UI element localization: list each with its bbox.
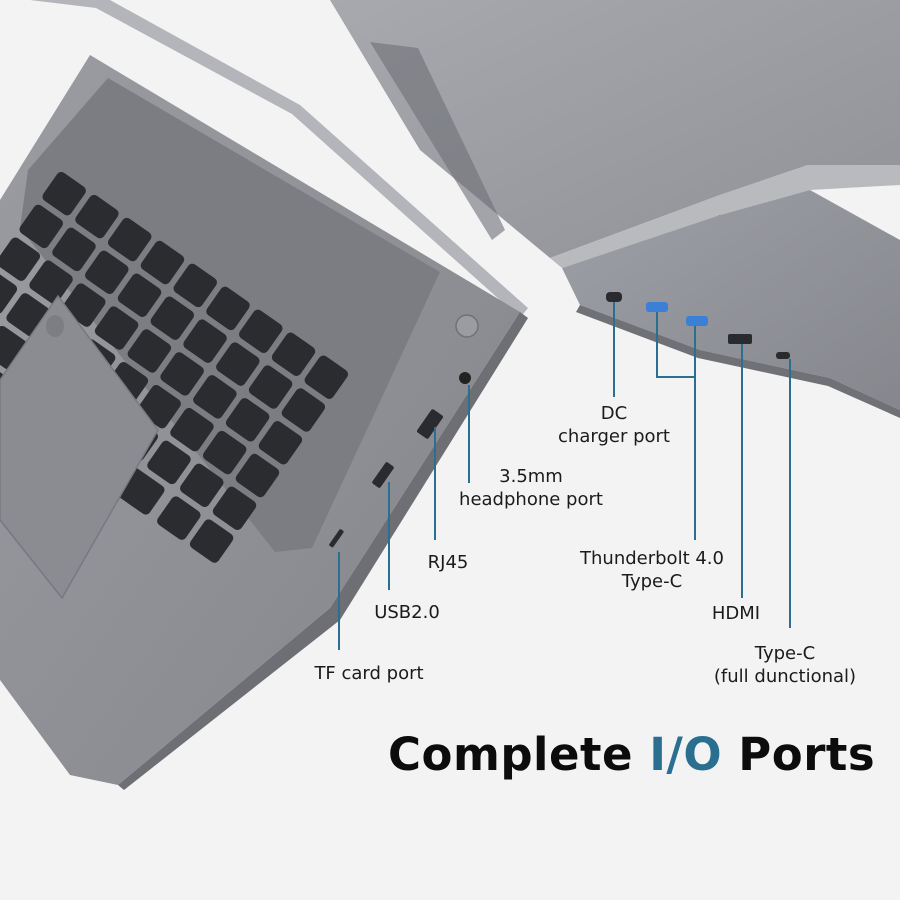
headphone-label-line1: 3.5mm (499, 466, 563, 487)
right-base (562, 190, 900, 410)
thunderbolt-label-line1: Thunderbolt 4.0 (580, 548, 724, 569)
dc-label-line2: charger port (558, 426, 670, 447)
type-c-label-line1: Type-C (754, 643, 816, 664)
right-vent (370, 42, 505, 240)
headphone-label-line2: headphone port (459, 489, 603, 510)
dc-charger-port-label: DC charger port (536, 402, 692, 448)
usb2-port-icon (372, 462, 394, 488)
rj45-port-icon (417, 409, 443, 439)
type-c-port-icon (776, 352, 790, 359)
hdmi-port-icon (728, 334, 752, 344)
thunderbolt-port-2-icon (686, 316, 708, 326)
hdmi-label-text: HDMI (711, 603, 761, 624)
type-c-label-line2: (full dunctional) (713, 666, 857, 687)
power-button-icon (455, 314, 479, 338)
headphone-port-icon (459, 372, 471, 384)
rj45-label-text: RJ45 (427, 552, 469, 573)
usb2-label: USB2.0 (364, 601, 450, 624)
left-laptop (0, 0, 528, 790)
right-base-edge (576, 305, 900, 418)
leader-line-thunderbolt (656, 312, 695, 378)
headline-accent: I/O (649, 728, 723, 781)
dc-port-icon (606, 292, 622, 302)
tf-label-text: TF card port (314, 663, 424, 684)
hdmi-label: HDMI (700, 602, 772, 625)
headphone-port-label: 3.5mm headphone port (446, 465, 616, 511)
headline: Complete I/O Ports (388, 728, 875, 781)
thunderbolt-port-1-icon (646, 302, 668, 312)
tf-card-slot-icon (329, 529, 344, 548)
right-lid-edge (550, 165, 900, 268)
tf-card-port-label: TF card port (300, 662, 438, 685)
thunderbolt-label-line2: Type-C (621, 571, 683, 592)
usb2-label-text: USB2.0 (374, 602, 440, 623)
headline-suffix: Ports (722, 728, 876, 781)
left-touchpad (0, 294, 159, 600)
dc-label-line1: DC (600, 403, 628, 424)
thunderbolt-label: Thunderbolt 4.0 Type-C (563, 547, 741, 593)
type-c-label: Type-C (full dunctional) (700, 642, 870, 688)
rj45-label: RJ45 (412, 551, 484, 574)
headline-prefix: Complete (388, 728, 650, 781)
leader-lines (338, 302, 791, 650)
right-laptop (330, 0, 900, 418)
fingerprint-sensor-icon (46, 315, 64, 337)
